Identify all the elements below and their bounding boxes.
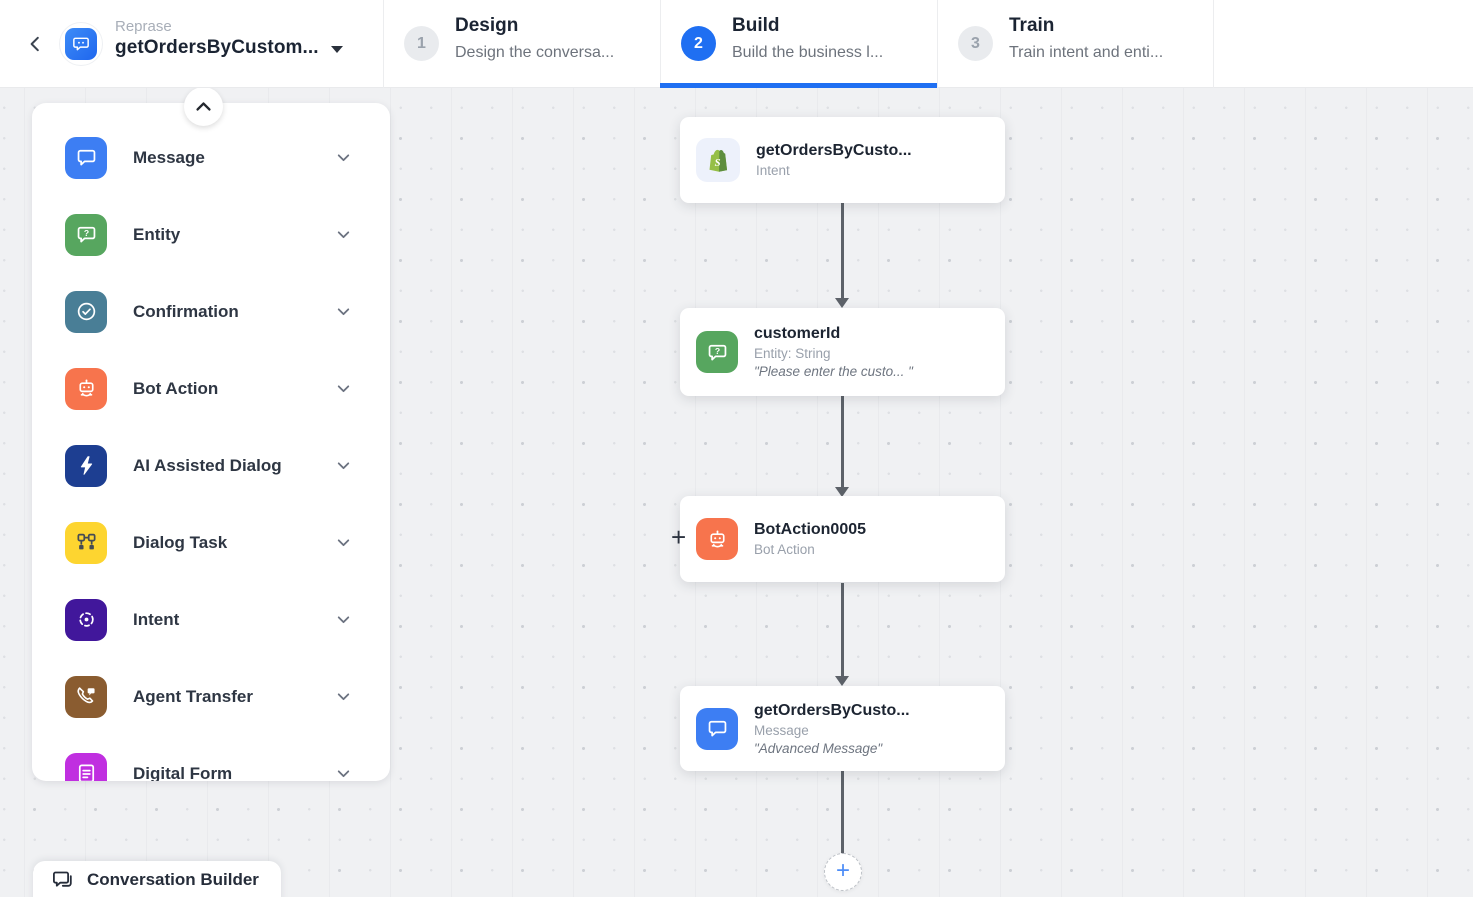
message-icon <box>65 136 107 179</box>
chevron-down-icon[interactable] <box>335 226 352 243</box>
dialog-avatar <box>59 22 103 66</box>
message-icon <box>696 707 738 750</box>
chevron-down-icon[interactable] <box>335 688 352 705</box>
step-title: Train <box>1009 15 1055 36</box>
page-title: getOrdersByCustom... <box>115 37 319 58</box>
chevron-down-icon[interactable] <box>335 457 352 474</box>
insert-node-button[interactable]: + <box>671 522 687 552</box>
node-subtitle: Entity: String <box>754 346 831 361</box>
chevron-down-icon[interactable] <box>335 765 352 781</box>
palette-item-dialog-task[interactable]: Dialog Task <box>32 504 390 581</box>
edge-arrowhead <box>835 487 849 497</box>
edge-botaction-to-message <box>841 583 844 677</box>
divider <box>937 0 938 88</box>
palette-item-label: Message <box>133 147 205 167</box>
palette-collapse-button[interactable] <box>184 87 223 126</box>
palette-item-label: AI Assisted Dialog <box>133 455 282 475</box>
node-message-type: "Advanced Message" <box>754 740 883 756</box>
node-botaction[interactable]: BotAction0005 Bot Action <box>680 496 1005 582</box>
chevron-down-icon[interactable] <box>335 149 352 166</box>
step-title: Design <box>455 15 519 36</box>
palette-item-label: Agent Transfer <box>133 686 253 706</box>
divider <box>1213 0 1214 88</box>
palette-item-entity[interactable]: Entity <box>32 196 390 273</box>
chevron-down-icon[interactable] <box>335 303 352 320</box>
palette-item-intent[interactable]: Intent <box>32 581 390 658</box>
chevron-down-icon[interactable] <box>335 380 352 397</box>
chevron-left-icon <box>26 35 44 53</box>
chevron-up-icon <box>194 97 213 116</box>
palette-item-digital-form[interactable]: Digital Form <box>32 735 390 781</box>
tab-design[interactable]: 1 Design Design the conversa... <box>383 0 660 88</box>
node-subtitle: Message <box>754 722 809 738</box>
top-bar: Reprase getOrdersByCustom... 1 Design De… <box>0 0 1473 88</box>
agent-transfer-icon <box>65 675 107 718</box>
edge-message-to-add <box>841 771 844 855</box>
step-title: Build <box>732 15 780 36</box>
palette-item-label: Confirmation <box>133 301 239 321</box>
edge-intent-to-entity <box>841 203 844 299</box>
chevron-down-icon[interactable] <box>335 534 352 551</box>
node-message[interactable]: getOrdersByCusto... Message "Advanced Me… <box>680 686 1005 771</box>
active-tab-underline <box>660 83 937 88</box>
palette-item-bot-action[interactable]: Bot Action <box>32 350 390 427</box>
shopify-icon <box>696 138 740 182</box>
chat-bot-icon <box>65 28 97 60</box>
bot-action-icon <box>696 518 738 560</box>
entity-icon <box>65 213 107 256</box>
palette-item-message[interactable]: Message <box>32 119 390 196</box>
node-entity-customerid[interactable]: customerId Entity: String "Please enter … <box>680 308 1005 396</box>
edge-entity-to-botaction <box>841 396 844 488</box>
node-title: customerId <box>754 325 841 342</box>
edge-arrowhead <box>835 676 849 686</box>
palette-item-label: Digital Form <box>133 763 233 782</box>
chevron-down-icon[interactable] <box>335 611 352 628</box>
step-description: Build the business l... <box>732 44 884 61</box>
step-number: 3 <box>958 26 993 61</box>
step-description: Design the conversa... <box>455 44 615 61</box>
node-title: BotAction0005 <box>754 521 867 538</box>
node-subtitle: Intent <box>756 163 790 178</box>
add-node-button[interactable]: + <box>824 853 862 891</box>
step-number: 2 <box>681 26 716 61</box>
dialog-task-icon <box>65 521 107 564</box>
edge-arrowhead <box>835 298 849 308</box>
step-description: Train intent and enti... <box>1009 44 1164 61</box>
node-intent[interactable]: getOrdersByCusto... Intent <box>680 117 1005 203</box>
intent-icon <box>65 598 107 641</box>
divider <box>383 0 384 88</box>
palette-item-label: Bot Action <box>133 378 219 398</box>
confirmation-icon <box>65 290 107 333</box>
node-prompt-text: "Please enter the custo... " <box>754 364 913 379</box>
palette-item-ai-assisted-dialog[interactable]: AI Assisted Dialog <box>32 427 390 504</box>
digital-form-icon <box>65 752 107 781</box>
palette-item-agent-transfer[interactable]: Agent Transfer <box>32 658 390 735</box>
divider <box>660 0 661 88</box>
palette-item-confirmation[interactable]: Confirmation <box>32 273 390 350</box>
palette-item-label: Intent <box>133 609 180 629</box>
node-subtitle: Bot Action <box>754 542 815 557</box>
node-title: getOrdersByCusto... <box>756 142 912 159</box>
chat-double-icon <box>51 868 75 892</box>
ai-assisted-dialog-icon <box>65 444 107 487</box>
node-title: getOrdersByCusto... <box>754 701 910 719</box>
back-button[interactable] <box>22 31 48 57</box>
node-palette: Message Entity Confirmation Bot Action A… <box>32 103 390 781</box>
conversation-builder-button[interactable]: Conversation Builder <box>33 861 281 897</box>
tab-build[interactable]: 2 Build Build the business l... <box>660 0 937 88</box>
palette-item-label: Dialog Task <box>133 532 228 552</box>
entity-icon <box>696 331 738 373</box>
tab-train[interactable]: 3 Train Train intent and enti... <box>937 0 1214 88</box>
dialog-title-dropdown[interactable]: getOrdersByCustom... <box>115 37 343 59</box>
conversation-builder-label: Conversation Builder <box>87 870 259 889</box>
dropdown-caret-icon <box>330 46 343 53</box>
step-number: 1 <box>404 26 439 61</box>
bot-action-icon <box>65 367 107 410</box>
palette-item-label: Entity <box>133 224 181 244</box>
breadcrumb: Reprase <box>115 18 172 35</box>
